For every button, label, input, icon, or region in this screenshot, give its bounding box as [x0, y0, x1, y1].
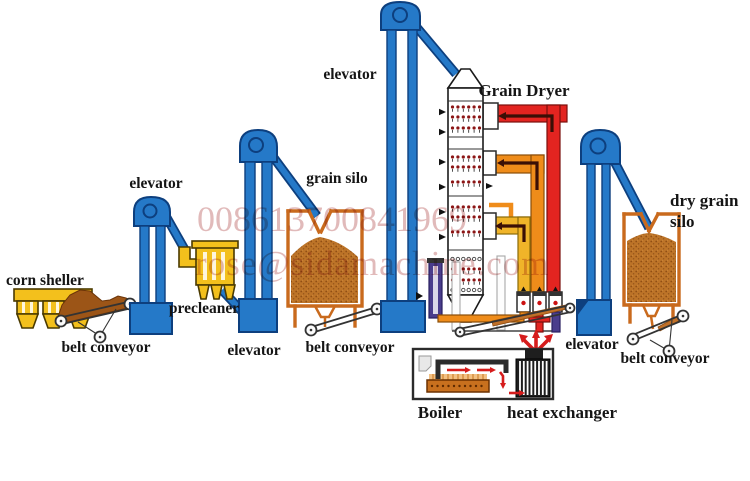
label-belt-conveyor-left: belt conveyor — [61, 339, 150, 356]
grain-silo — [286, 208, 364, 328]
elevator-2 — [238, 128, 278, 333]
label-heat-exchanger: heat exchanger — [507, 403, 617, 422]
label-boiler: Boiler — [418, 403, 463, 422]
watermark-phone: 008613700841969 — [197, 199, 467, 239]
corn-sheller — [13, 288, 93, 329]
heat-exchanger — [515, 358, 551, 398]
elevator-3 — [380, 0, 426, 333]
boiler-firebed — [426, 379, 490, 393]
label-elevator-2: elevator — [227, 342, 280, 359]
watermark: 008613700841969 rose@sidamachine.com — [195, 199, 549, 283]
dryer-fans — [516, 286, 563, 333]
grain-dryer-tower — [416, 68, 560, 332]
label-elevator-3: elevator — [323, 66, 376, 83]
dryer-hot-air-ducts — [482, 102, 568, 293]
label-corn-sheller: corn sheller — [6, 272, 84, 289]
label-grain-silo: grain silo — [306, 170, 368, 187]
label-elevator-1: elevator — [129, 175, 182, 192]
watermark-email: rose@sidamachine.com — [195, 244, 549, 283]
dryer-discharge-conveyor — [454, 302, 576, 338]
precleaner — [178, 240, 239, 300]
belt-conveyor-right — [626, 309, 690, 358]
label-belt-conveyor-mid: belt conveyor — [305, 339, 394, 356]
elevator-1 — [129, 195, 173, 335]
heat-exchanger-flue — [525, 349, 543, 360]
label-precleaner: precleaner — [169, 300, 239, 317]
belt-conveyor-mid — [304, 302, 384, 337]
label-dry-grain-silo-2: silo — [670, 212, 695, 231]
dry-grain-silo — [622, 211, 681, 330]
label-belt-conveyor-right: belt conveyor — [620, 350, 709, 367]
belt-conveyor-left — [54, 289, 137, 344]
label-grain-dryer: Grain Dryer — [478, 81, 570, 100]
label-dry-grain-silo-1: dry grain — [670, 191, 739, 210]
boiler-heat-exchanger-unit — [411, 347, 555, 401]
label-elevator-4: elevator — [565, 336, 618, 353]
diagram-labels: corn sheller belt conveyor elevator prec… — [6, 66, 739, 422]
elevator-4 — [576, 128, 621, 336]
